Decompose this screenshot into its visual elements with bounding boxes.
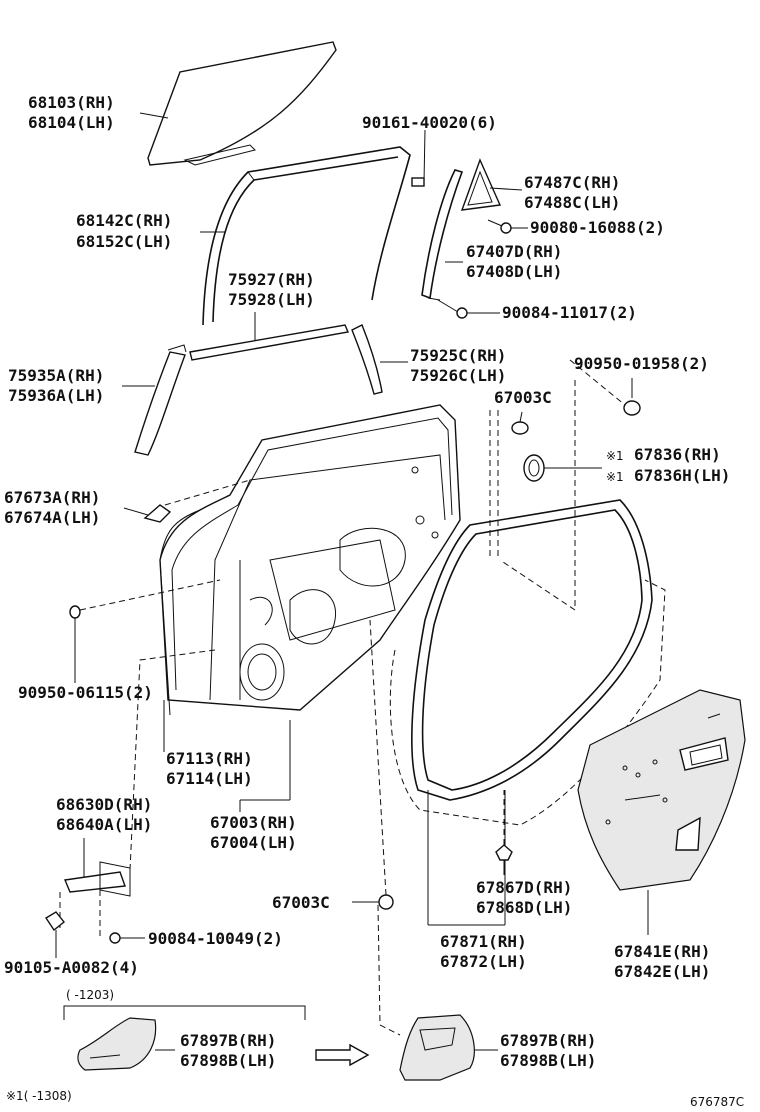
label-90080: 90080-16088(2) (530, 218, 665, 237)
screw (487, 219, 528, 234)
label-68640a: 68640A(LH) (56, 815, 152, 834)
pillar-garnish-rear (351, 324, 408, 395)
clip (352, 619, 401, 1036)
clip (495, 790, 513, 875)
label-67114: 67114(LH) (166, 769, 253, 788)
clip-fastener (411, 129, 426, 187)
division-bar (421, 169, 464, 301)
hole-plug (569, 359, 641, 416)
door-panel (159, 404, 461, 711)
leader-dashed (499, 380, 576, 611)
label-67004: 67004(LH) (210, 833, 297, 852)
label-67897b-new: 67897B(RH) (500, 1031, 596, 1050)
label-75935a: 75935A(RH) (8, 366, 104, 385)
seal-new-version (399, 1014, 498, 1081)
screw (437, 299, 500, 319)
label-67868d: 67868D(LH) (476, 898, 572, 917)
label-90084-11017: 90084-11017(2) (502, 303, 637, 322)
label-75927: 75927(RH) (228, 270, 315, 289)
label-67836: 67836(RH) (634, 445, 721, 464)
leader (139, 112, 169, 119)
belt-moulding (189, 312, 349, 361)
label-67898b-new: 67898B(LH) (500, 1051, 596, 1070)
label-68103: 68103(RH) (28, 93, 115, 112)
body-opening-outline (389, 579, 666, 826)
label-67842e: 67842E(LH) (614, 962, 710, 981)
note-mark: ※1 (606, 449, 624, 463)
label-67867d: 67867D(RH) (476, 878, 572, 897)
bolt (45, 911, 65, 958)
clip (511, 411, 529, 435)
footnote-1308: ※1( -1308) (6, 1089, 72, 1103)
label-67871: 67871(RH) (440, 932, 527, 951)
label-68104: 68104(LH) (28, 113, 115, 132)
label-67898b-old: 67898B(LH) (180, 1051, 276, 1070)
label-67408d: 67408D(LH) (466, 262, 562, 281)
quarter-trim-triangle (460, 158, 523, 211)
label-75925c: 75925C(RH) (410, 346, 506, 365)
seal-old-version (77, 1017, 175, 1071)
label-67407d: 67407D(RH) (466, 242, 562, 261)
label-67113: 67113(RH) (166, 749, 253, 768)
door-hinge-cover (123, 479, 251, 523)
label-67674a: 67674A(LH) (4, 508, 100, 527)
label-67897b-old: 67897B(RH) (180, 1031, 276, 1050)
label-75926c: 75926C(LH) (410, 366, 506, 385)
label-90105: 90105-A0082(4) (4, 958, 139, 977)
glass-run-channel (202, 146, 411, 326)
door-glass (147, 41, 337, 166)
label-67003c-upper: 67003C (494, 388, 552, 407)
label-90161: 90161-40020(6) (362, 113, 497, 132)
pillar-garnish-front (122, 344, 187, 456)
label-75936a: 75936A(LH) (8, 386, 104, 405)
door-outer-skin (159, 509, 201, 716)
label-67836h: 67836H(LH) (634, 466, 730, 485)
label-67841e: 67841E(RH) (614, 942, 710, 961)
label-67003c-lower: 67003C (272, 893, 330, 912)
label-67488c: 67488C(LH) (524, 193, 620, 212)
bolt (109, 932, 145, 944)
label-75928: 75928(LH) (228, 290, 315, 309)
diagram-id: 676787C (690, 1095, 744, 1109)
version-note-1203: ( -1203) (66, 988, 114, 1002)
door-trim-panel (577, 689, 746, 935)
label-67673a: 67673A(RH) (4, 488, 100, 507)
label-67872: 67872(LH) (440, 952, 527, 971)
leader-bracket (163, 700, 291, 812)
label-90950-01958: 90950-01958(2) (574, 354, 709, 373)
leader-dashed (489, 410, 499, 560)
label-90084-10049: 90084-10049(2) (148, 929, 283, 948)
label-68152c: 68152C(LH) (76, 232, 172, 251)
version-bracket (63, 1005, 306, 1020)
arrow-right-icon (315, 1043, 370, 1067)
label-68142c: 68142C(RH) (76, 211, 172, 230)
part-labels: 68103(RH) 68104(LH) 90161-40020(6) 67487… (4, 93, 744, 1109)
hole-plug (69, 579, 221, 683)
label-67487c: 67487C(RH) (524, 173, 620, 192)
label-68630d: 68630D(RH) (56, 795, 152, 814)
seal-ring (523, 454, 602, 482)
label-67003: 67003(RH) (210, 813, 297, 832)
label-90950-06115: 90950-06115(2) (18, 683, 153, 702)
note-mark: ※1 (606, 470, 624, 484)
